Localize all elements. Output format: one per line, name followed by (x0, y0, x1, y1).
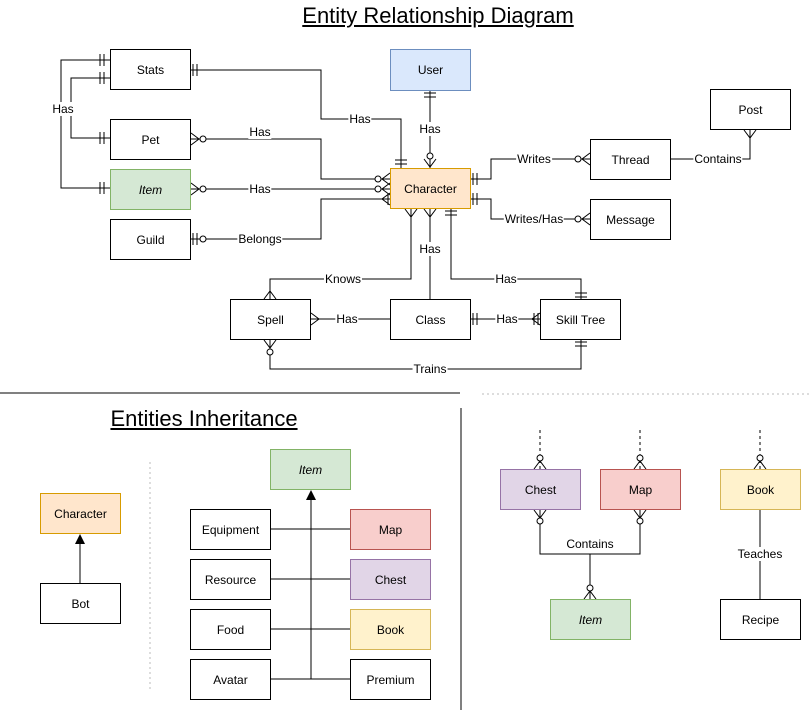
inherit-character[interactable]: Character (40, 493, 121, 534)
inherit-resource[interactable]: Resource (190, 559, 271, 600)
contain-map[interactable]: Map (600, 469, 681, 510)
label-contains: Contains (565, 537, 615, 551)
entity-character[interactable]: Character (390, 168, 471, 209)
entity-pet[interactable]: Pet (110, 119, 191, 160)
label-teaches: Teaches (736, 547, 784, 561)
contain-recipe[interactable]: Recipe (720, 599, 801, 640)
label-has-left: Has (51, 102, 75, 116)
edge-has-stats-b (70, 77, 110, 139)
entity-guild[interactable]: Guild (110, 219, 191, 260)
contain-item[interactable]: Item (550, 599, 631, 640)
inherit-map[interactable]: Map (350, 509, 431, 550)
edge-tree-branches (271, 528, 350, 680)
containment-markers (533, 454, 767, 600)
inherit-book[interactable]: Book (350, 609, 431, 650)
edge-guild-character (191, 198, 390, 240)
label-has-class: Has (418, 242, 442, 256)
label-has-pet: Has (248, 125, 272, 139)
inherit-equipment[interactable]: Equipment (190, 509, 271, 550)
contain-chest[interactable]: Chest (500, 469, 581, 510)
erd-title: Entity Relationship Diagram (302, 3, 574, 28)
inherit-item[interactable]: Item (270, 449, 351, 490)
inherit-food[interactable]: Food (190, 609, 271, 650)
label-has-item: Has (248, 182, 272, 196)
label-has-skill: Has (494, 272, 518, 286)
entity-skill-tree[interactable]: Skill Tree (540, 299, 621, 340)
label-spell-class: Has (335, 312, 359, 326)
inheritance-arrowheads (75, 490, 316, 544)
entity-item[interactable]: Item (110, 169, 191, 210)
inherit-avatar[interactable]: Avatar (190, 659, 271, 700)
inherit-premium[interactable]: Premium (350, 659, 431, 700)
label-writes: Writes (516, 152, 552, 166)
label-belongs: Belongs (237, 232, 283, 246)
entity-spell[interactable]: Spell (230, 299, 311, 340)
entity-thread[interactable]: Thread (590, 139, 671, 180)
entity-stats[interactable]: Stats (110, 49, 191, 90)
label-has-user: Has (418, 122, 442, 136)
label-writes-has: Writes/Has (503, 212, 565, 226)
entity-class[interactable]: Class (390, 299, 471, 340)
label-trains: Trains (412, 362, 448, 376)
entity-message[interactable]: Message (590, 199, 671, 240)
edge-has-stats-a (60, 59, 110, 189)
label-has-stats: Has (348, 112, 372, 126)
entity-post[interactable]: Post (710, 89, 791, 130)
edge-stats-character (191, 69, 402, 168)
label-contains-post: Contains (693, 152, 743, 166)
entity-user[interactable]: User (390, 49, 471, 91)
inheritance-title: Entities Inheritance (110, 406, 298, 431)
edge-pet-character (191, 138, 390, 180)
inherit-chest[interactable]: Chest (350, 559, 431, 600)
cardinality-markers (99, 54, 757, 356)
label-class-skill: Has (495, 312, 519, 326)
inherit-bot[interactable]: Bot (40, 583, 121, 624)
label-knows: Knows (323, 272, 363, 286)
contain-book[interactable]: Book (720, 469, 801, 510)
